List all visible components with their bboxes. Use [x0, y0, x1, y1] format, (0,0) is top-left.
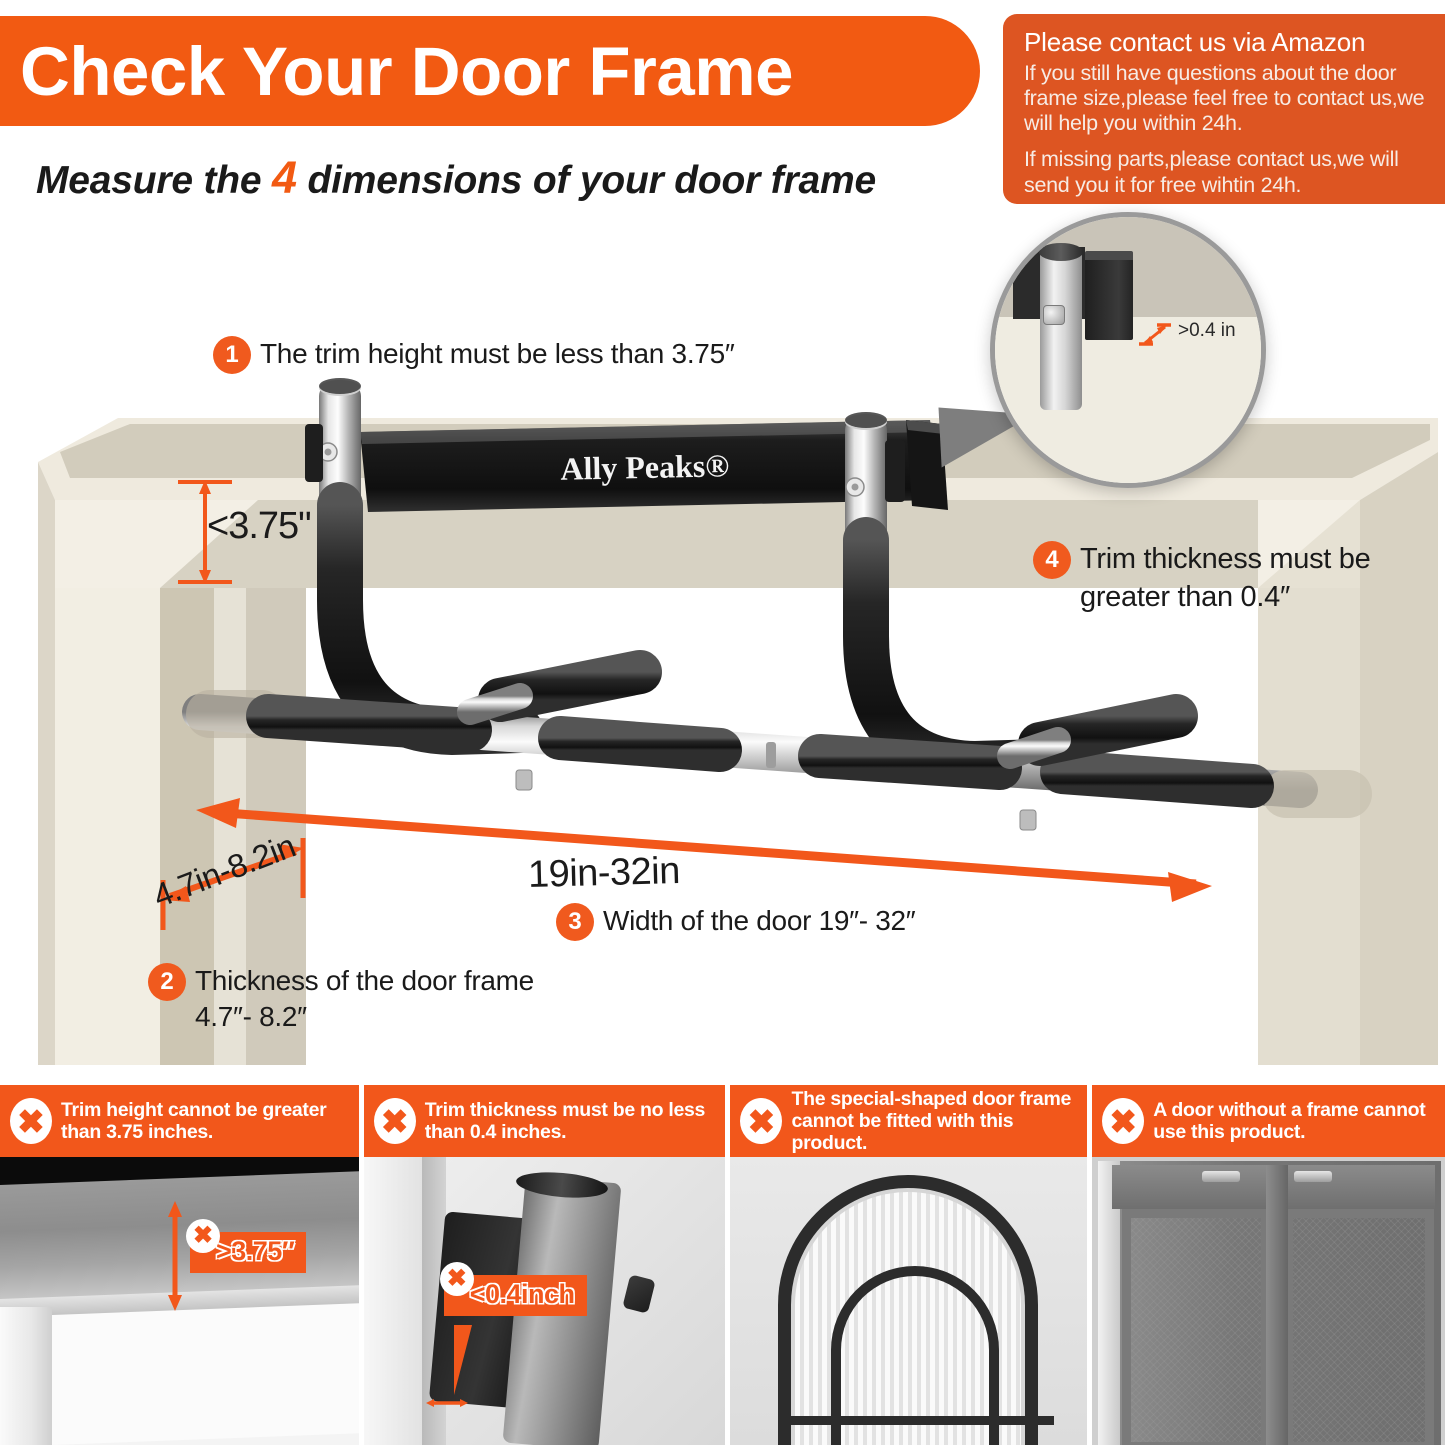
- door-width-label: 19in-32in: [527, 850, 681, 896]
- right-upright-tube: [845, 412, 905, 550]
- x-icon: ✖: [186, 1219, 220, 1253]
- callout-4-badge: 4: [1033, 541, 1071, 579]
- callout-3: 3 Width of the door 19″- 32″: [556, 903, 976, 941]
- trim-height-dimension: [178, 480, 232, 584]
- header-banner: Check Your Door Frame: [0, 16, 980, 126]
- x-icon: ✖: [439, 1262, 474, 1296]
- brand-logo: Ally Peaks®: [560, 447, 730, 487]
- warning-3-text: The special-shaped door frame cannot be …: [791, 1087, 1072, 1155]
- warning-3-header: ✖ The special-shaped door frame cannot b…: [730, 1085, 1088, 1157]
- callout-2-badge: 2: [148, 963, 186, 1001]
- product-top-bar: [360, 420, 948, 512]
- warning-4-text: A door without a frame cannot use this p…: [1153, 1098, 1426, 1143]
- warning-4-photo: [1092, 1157, 1445, 1445]
- inset-tube-cap: [1039, 243, 1083, 261]
- p1-door-edge: [0, 1307, 52, 1445]
- p4-frameless-door: [1098, 1161, 1441, 1445]
- warning-2-text: Trim thickness must be no less than 0.4 …: [424, 1098, 706, 1143]
- contact-paragraph-2: If missing parts,please contact us,we wi…: [1024, 147, 1399, 197]
- inset-plate-top: [1085, 251, 1133, 260]
- p2-badge: ✖ <0.4inch: [439, 1262, 587, 1316]
- contact-title: Please contact us via Amazon: [1024, 27, 1366, 57]
- subtitle-number: 4: [272, 152, 297, 203]
- page-title: Check Your Door Frame: [20, 32, 794, 110]
- subtitle-pre: Measure the: [36, 159, 262, 202]
- p4-handle-right: [1294, 1171, 1333, 1182]
- p1-badge-text: >3.75″: [216, 1236, 295, 1266]
- magnifier-circle: >0.4 in: [990, 212, 1266, 488]
- p4-jamb: [1098, 1161, 1121, 1445]
- warning-1-text: Trim height cannot be greater than 3.75 …: [61, 1098, 327, 1143]
- p2-wall: [363, 1157, 428, 1445]
- door-width-dimension: [196, 798, 1212, 902]
- p3-rail: [786, 1416, 1055, 1425]
- warning-panels: ✖ Trim height cannot be greater than 3.7…: [0, 1085, 1445, 1445]
- inset-tube: [1040, 250, 1082, 410]
- p4-left-leaf: [1122, 1209, 1271, 1445]
- warning-panel-1: ✖ Trim height cannot be greater than 3.7…: [0, 1085, 359, 1445]
- warning-1-header: ✖ Trim height cannot be greater than 3.7…: [0, 1085, 359, 1157]
- p4-handle-left: [1202, 1171, 1241, 1182]
- p1-badge-chip: >3.75″: [190, 1232, 307, 1273]
- p1-measure-arrow: [168, 1201, 182, 1311]
- callout-3-text: Width of the door 19″- 32″: [603, 905, 916, 936]
- p4-mullion: [1266, 1165, 1289, 1445]
- warning-panel-3: ✖ The special-shaped door frame cannot b…: [730, 1085, 1088, 1445]
- warning-panel-2: ✖ Trim thickness must be no less than 0.…: [363, 1085, 726, 1445]
- warning-2-photo: ✖ <0.4inch: [363, 1157, 726, 1445]
- subtitle-post: dimensions of your door frame: [307, 159, 877, 202]
- p2-measure-arrow: [425, 1399, 468, 1407]
- p3-arched-door: [778, 1175, 1055, 1445]
- callout-3-badge: 3: [556, 903, 594, 941]
- x-icon: ✖: [740, 1098, 783, 1144]
- contact-box: Please contact us via Amazon If you stil…: [1003, 14, 1445, 204]
- callout-1: 1 The trim height must be less than 3.75…: [213, 336, 735, 374]
- p4-right-leaf: [1284, 1209, 1435, 1445]
- inset-dimension-label: >0.4 in: [1178, 320, 1236, 341]
- frame-thickness-dimension: [160, 838, 306, 930]
- warning-3-photo: [730, 1157, 1088, 1445]
- x-icon: ✖: [10, 1098, 52, 1144]
- callout-4-text: Trim thickness must be greater than 0.4″: [1080, 543, 1371, 613]
- left-upright-tube: [305, 378, 361, 514]
- x-icon: ✖: [1102, 1098, 1145, 1144]
- inset-wall-bottom: [995, 317, 1261, 483]
- p1-wall: [0, 1303, 359, 1445]
- inset-bolt: [1043, 305, 1065, 325]
- p1-badge: ✖ >3.75″: [186, 1219, 307, 1273]
- warning-2-header: ✖ Trim thickness must be no less than 0.…: [363, 1085, 726, 1157]
- p3-inner-arch: [831, 1266, 1000, 1445]
- page-subtitle: Measure the 4 dimensions of your door fr…: [36, 152, 876, 204]
- callout-2: 2 Thickness of the door frame 4.7″- 8.2″: [148, 963, 568, 1036]
- trim-height-label: <3.75": [207, 505, 312, 547]
- callout-1-text: The trim height must be less than 3.75″: [260, 338, 735, 369]
- warning-4-header: ✖ A door without a frame cannot use this…: [1092, 1085, 1445, 1157]
- magnifier-inset: >0.4 in: [938, 210, 1280, 520]
- x-icon: ✖: [373, 1098, 416, 1144]
- warning-1-photo: ✖ >3.75″: [0, 1157, 359, 1445]
- door-frame-illustration: Ally Peaks®: [38, 378, 1438, 1065]
- p2-badge-text: <0.4inch: [469, 1279, 575, 1309]
- main-horizontal-bar: [182, 690, 1372, 831]
- callout-1-badge: 1: [213, 336, 251, 374]
- inset-dimension-arrow: [1139, 323, 1171, 346]
- contact-paragraph-1: If you still have questions about the do…: [1024, 61, 1425, 136]
- callout-4: 4 Trim thickness must be greater than 0.…: [1033, 541, 1433, 616]
- callout-2-text: Thickness of the door frame 4.7″- 8.2″: [195, 965, 534, 1033]
- warning-panel-4: ✖ A door without a frame cannot use this…: [1092, 1085, 1445, 1445]
- p2-callout-tail: [453, 1325, 472, 1395]
- inset-black-plate: [1085, 255, 1133, 340]
